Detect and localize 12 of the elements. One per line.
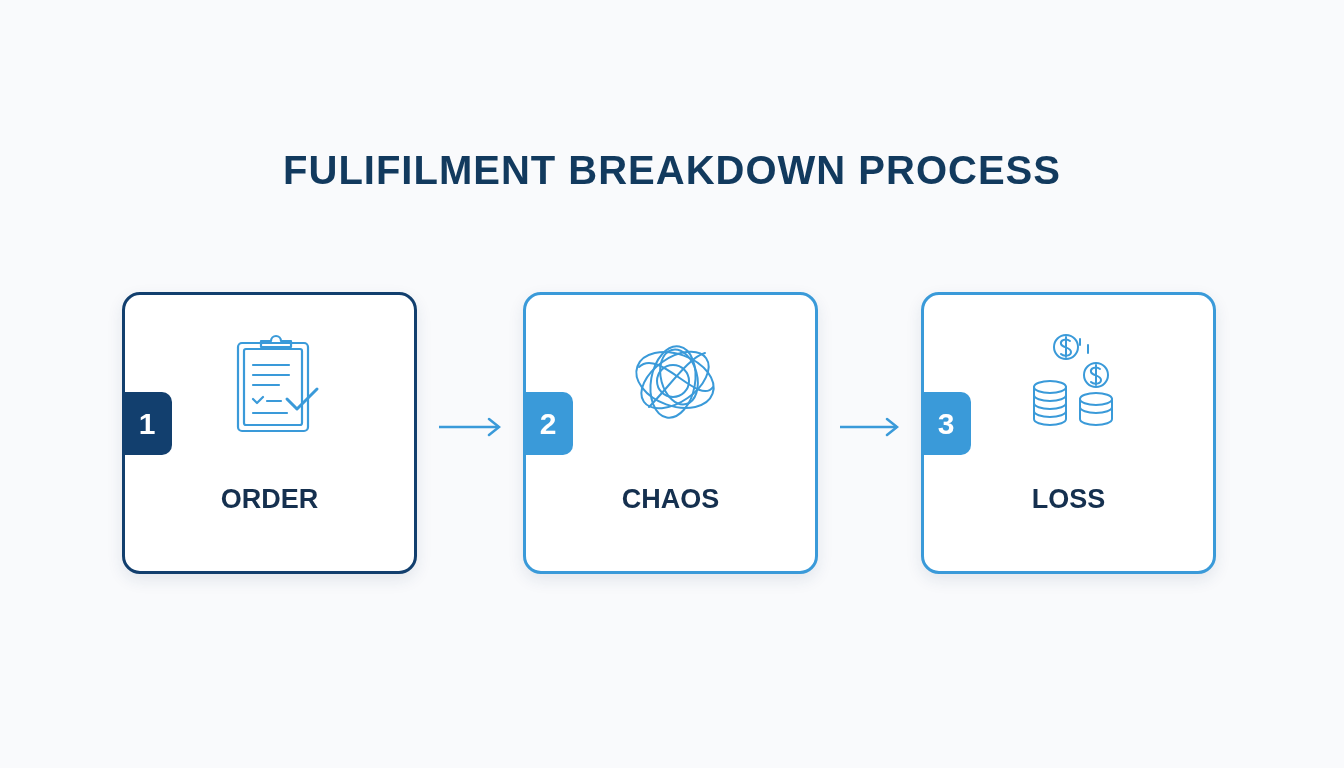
arrow [840,417,899,437]
step-card [523,292,818,574]
step-label: LOSS [1031,483,1106,516]
step-label: CHAOS [621,483,720,516]
step-label: ORDER [220,483,319,516]
step-number-badge: 1 [122,392,172,455]
step-number-badge: 2 [523,392,573,455]
title: FULIFILMENT BREAKDOWN PROCESS [283,147,1061,194]
step-number-badge: 3 [921,392,971,455]
step-card [122,292,417,574]
step-card [921,292,1216,574]
arrow [439,417,501,437]
